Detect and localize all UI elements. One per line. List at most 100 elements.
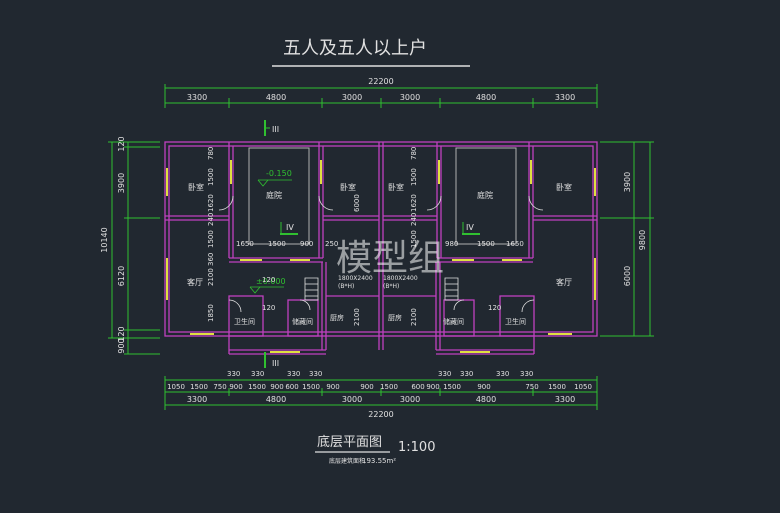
top-dim-4: 3000 — [400, 93, 420, 102]
inner-dim-2100-k1: 2100 — [353, 308, 361, 326]
section-iv-left-label: IV — [286, 223, 294, 232]
detail-dim-18: 1050 — [574, 383, 592, 391]
inner-dim-250-l: 250 — [325, 240, 338, 248]
detail-dim-16: 750 — [525, 383, 538, 391]
inner-dim-1620-vl: 1620 — [207, 194, 215, 212]
offset-dim-8: 330 — [520, 370, 533, 378]
detail-dim-12: 600 — [411, 383, 424, 391]
detail-dim-17: 1500 — [548, 383, 566, 391]
detail-dim-5: 1500 — [248, 383, 266, 391]
doors — [218, 195, 544, 313]
level-upper-text: -0.150 — [266, 169, 292, 178]
section-iv-right-label: IV — [466, 223, 474, 232]
inner-dim-240-vl: 240 — [207, 213, 215, 226]
inner-dim-120-r: 120 — [488, 304, 501, 312]
walls — [164, 141, 598, 355]
plan-scale: 1:100 — [398, 440, 435, 455]
inner-dim-780-l: 780 — [207, 147, 215, 160]
top-total-dim: 22200 — [368, 77, 393, 86]
room-bedroom-1: 卧室 — [188, 182, 204, 192]
offset-dim-2: 330 — [251, 370, 264, 378]
left-total-dim: 10140 — [100, 227, 109, 252]
bottom-detail-labels: 1050 1500 750 900 1500 900 600 1500 900 … — [167, 383, 592, 391]
inner-dim-1650-r: 1650 — [506, 240, 524, 248]
right-dim-2: 6000 — [623, 266, 632, 286]
inner-dim-1500-vl: 1500 — [207, 168, 215, 186]
bottom-dim-2: 4800 — [266, 395, 286, 404]
inner-dim-1500-l: 1500 — [268, 240, 286, 248]
detail-dim-6: 900 — [270, 383, 283, 391]
inner-dim-1500-vr: 1500 — [410, 168, 418, 186]
stair-size-1: 1800X2400 — [338, 275, 373, 282]
inner-dim-1650-l: 1650 — [236, 240, 254, 248]
inner-dim-1500-vl2: 1500 — [207, 230, 215, 248]
drawing-title: 五人及五人以上户 — [283, 38, 427, 59]
inner-dim-360-vl: 360 — [207, 253, 215, 266]
offset-dim-4: 330 — [309, 370, 322, 378]
level-mark-upper: -0.150 — [257, 169, 292, 187]
room-bedroom-3: 卧室 — [388, 182, 404, 192]
room-kitchen-1: 厨房 — [330, 313, 344, 322]
watermark: 模型组 — [336, 238, 444, 279]
section-iii-top-label: III — [272, 125, 279, 134]
left-dim-4: 120 — [117, 326, 126, 341]
detail-dim-15: 900 — [477, 383, 490, 391]
inner-dim-1500-vr2: 1500 — [410, 230, 418, 248]
stairs — [304, 277, 459, 301]
top-dim-2: 4800 — [266, 93, 286, 102]
left-dim-1: 120 — [117, 136, 126, 151]
top-dim-6: 3300 — [555, 93, 575, 102]
top-dim-1: 3300 — [187, 93, 207, 102]
right-dim-1: 3900 — [623, 172, 632, 192]
area-label: 底层建筑面积 — [329, 457, 365, 465]
inner-dim-780-r: 780 — [410, 147, 418, 160]
detail-dim-2: 1500 — [190, 383, 208, 391]
offset-dim-5: 330 — [438, 370, 451, 378]
inner-dim-2100-k2: 2100 — [410, 308, 418, 326]
right-total-dim: 9800 — [638, 230, 647, 250]
left-dim-5: 900 — [117, 338, 126, 353]
detail-dim-11: 1500 — [380, 383, 398, 391]
level-lower-text: ±0.000 — [256, 277, 286, 286]
room-bathroom-2: 卫生间 — [505, 317, 526, 326]
detail-dim-14: 1500 — [443, 383, 461, 391]
section-mark-iii-top: III — [264, 120, 279, 136]
inner-dims: 1650 1500 900 250 980 1500 1650 6000 210… — [207, 147, 524, 326]
detail-dim-10: 900 — [360, 383, 373, 391]
section-mark-iv-left: IV — [280, 222, 298, 235]
inner-dim-1850-vl: 1850 — [207, 304, 215, 322]
room-bedroom-2: 卧室 — [340, 182, 356, 192]
offset-dim-7: 330 — [496, 370, 509, 378]
detail-dim-7: 600 — [285, 383, 298, 391]
offset-dim-1: 330 — [227, 370, 240, 378]
detail-dim-3: 750 — [213, 383, 226, 391]
stair-bh-1: (B*H) — [338, 283, 354, 290]
bottom-total-dim: 22200 — [368, 410, 393, 419]
detail-dim-4: 900 — [229, 383, 242, 391]
level-mark-lower: ±0.000 — [249, 277, 286, 294]
section-mark-iii-bottom: III — [264, 352, 279, 368]
courtyard-frames — [248, 147, 517, 245]
plan-caption: 底层平面图 — [317, 434, 382, 450]
room-storage-1: 储藏间 — [292, 317, 313, 326]
inner-dim-120-l: 120 — [262, 276, 275, 284]
inner-dim-2100-vl: 2100 — [207, 268, 215, 286]
section-mark-iv-right: IV — [462, 222, 480, 235]
room-living-2: 客厅 — [556, 277, 572, 287]
offset-dim-6: 330 — [460, 370, 473, 378]
bottom-dim-4: 3000 — [400, 395, 420, 404]
stair-size-2: 1800X2400 — [383, 275, 418, 282]
top-dimension-group — [164, 84, 598, 108]
bottom-dim-6: 3300 — [555, 395, 575, 404]
offset-dim-3: 330 — [287, 370, 300, 378]
area-value: 193.55m² — [362, 457, 396, 465]
bottom-dim-3: 3000 — [342, 395, 362, 404]
detail-dim-9: 900 — [326, 383, 339, 391]
detail-dim-8: 1500 — [302, 383, 320, 391]
top-dim-3: 3000 — [342, 93, 362, 102]
room-courtyard-2: 庭院 — [477, 190, 493, 200]
inner-dim-1620-vr: 1620 — [410, 194, 418, 212]
detail-dim-1: 1050 — [167, 383, 185, 391]
room-bedroom-4: 卧室 — [556, 182, 572, 192]
